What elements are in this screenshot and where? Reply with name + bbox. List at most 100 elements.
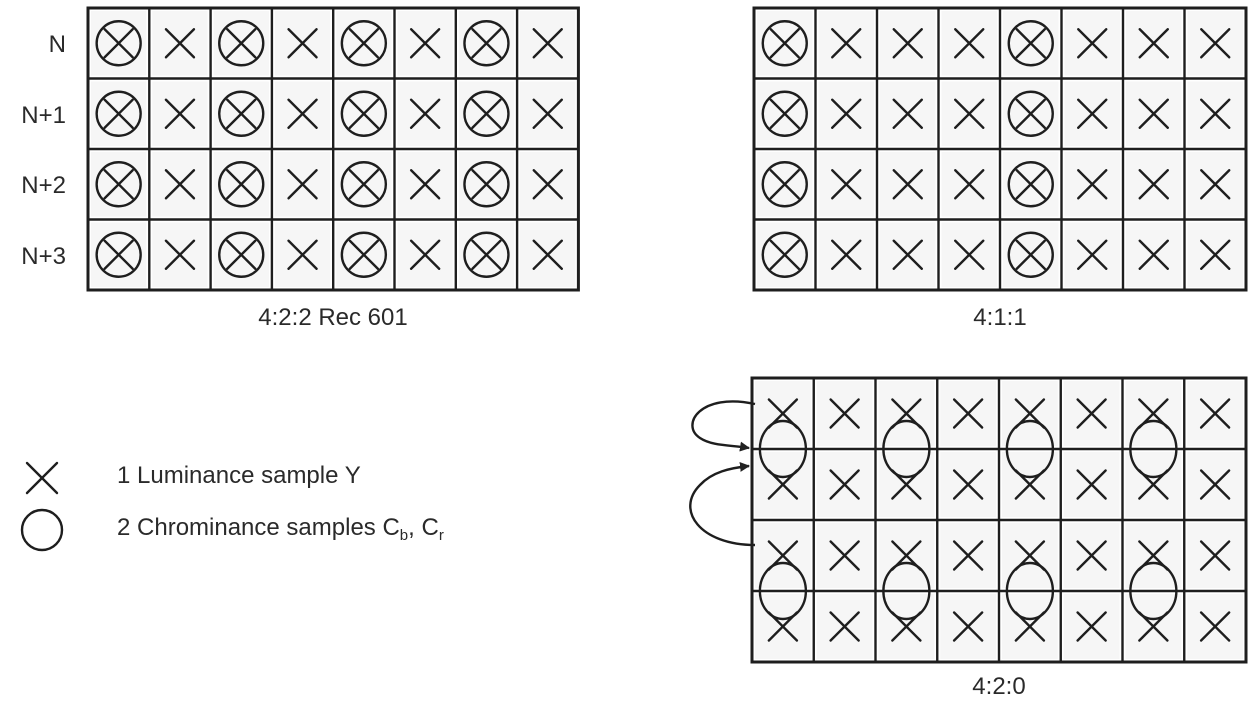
luma-cross-icon: [287, 98, 318, 129]
legend-luminance-label: 1 Luminance sample Y: [117, 462, 361, 489]
luma-cross-icon: [952, 469, 984, 500]
chroma-circle-icon: [882, 419, 931, 479]
chroma-circle-icon: [340, 231, 388, 278]
luma-cross-icon: [1138, 28, 1169, 59]
luma-cross-icon: [471, 28, 502, 59]
luma-cross-icon: [1200, 98, 1231, 129]
legend-chrominance-label: 2 Chrominance samples Cb, Cr: [117, 514, 444, 550]
chroma-circle-icon: [463, 90, 510, 137]
luma-cross-icon: [1015, 98, 1046, 129]
grid-420: [750, 376, 1248, 664]
chroma-circle-icon: [1005, 419, 1055, 479]
luma-cross-icon: [1138, 169, 1169, 200]
luma-cross-icon: [103, 169, 134, 200]
luma-cross-icon: [471, 239, 502, 270]
chroma-circle-icon: [761, 90, 808, 137]
luma-cross-icon: [226, 28, 257, 59]
luma-cross-icon: [103, 98, 134, 129]
luma-cross-icon: [769, 239, 800, 270]
luma-cross-icon: [831, 239, 862, 270]
luma-cross-icon: [1200, 169, 1231, 200]
luma-cross-icon: [103, 28, 134, 59]
chroma-circle-icon: [95, 20, 142, 67]
luma-cross-icon: [892, 239, 923, 270]
luma-cross-icon: [164, 239, 196, 270]
chroma-circle-icon: [1007, 231, 1054, 278]
luma-cross-icon: [471, 98, 502, 129]
luma-cross-icon: [226, 239, 257, 270]
luma-cross-icon: [164, 169, 196, 200]
luma-cross-icon: [471, 169, 502, 200]
luma-cross-icon: [829, 398, 860, 429]
chroma-circle-icon: [340, 90, 388, 137]
luma-cross-icon: [532, 169, 563, 200]
chroma-circle-icon: [1129, 561, 1178, 621]
luma-cross-icon: [952, 398, 984, 429]
luma-cross-icon: [1015, 169, 1046, 200]
luma-cross-icon: [226, 169, 257, 200]
luma-cross-icon: [287, 239, 318, 270]
luma-cross-icon: [409, 98, 441, 129]
cb-subscript: b: [399, 527, 409, 544]
row-label-n-plus-2: N+2: [21, 172, 66, 199]
luma-cross-icon: [1077, 239, 1108, 270]
luma-cross-icon: [769, 169, 800, 200]
luma-cross-icon: [829, 469, 860, 500]
arrow-line-n-plus-1: [689, 461, 756, 547]
luma-cross-icon: [1199, 540, 1231, 571]
chroma-circle-icon: [1005, 561, 1055, 621]
luma-cross-icon: [954, 28, 985, 59]
chroma-circle-icon: [1129, 419, 1178, 479]
chroma-circle-icon: [463, 20, 510, 67]
luma-cross-icon: [1199, 611, 1231, 642]
luma-cross-icon: [1199, 398, 1231, 429]
luma-cross-icon: [829, 540, 860, 571]
chroma-circle-icon: [463, 231, 510, 278]
luma-cross-icon: [348, 239, 380, 270]
row-label-n-plus-1: N+1: [21, 102, 66, 129]
luma-cross-icon: [831, 28, 862, 59]
luma-cross-icon: [769, 98, 800, 129]
luma-cross-icon: [892, 98, 923, 129]
luma-cross-icon: [1200, 28, 1231, 59]
luma-cross-icon: [954, 239, 985, 270]
caption-411: 4:1:1: [973, 304, 1027, 331]
luma-cross-icon: [952, 540, 984, 571]
luma-cross-icon: [1200, 239, 1231, 270]
luma-cross-icon: [1077, 28, 1108, 59]
luma-cross-icon: [1138, 98, 1169, 129]
chroma-circle-icon: [340, 20, 388, 67]
luma-cross-icon: [1077, 98, 1108, 129]
luma-cross-icon: [409, 239, 441, 270]
luma-cross-icon: [892, 169, 923, 200]
luma-cross-icon: [1076, 398, 1107, 429]
luma-cross-icon: [954, 98, 985, 129]
luma-cross-icon: [1076, 469, 1107, 500]
luma-cross-icon: [532, 28, 563, 59]
grid-411: [752, 6, 1248, 292]
luma-cross-icon: [1076, 540, 1107, 571]
chroma-circle-icon: [340, 161, 388, 208]
luma-cross-icon: [1015, 239, 1046, 270]
luma-cross-icon: [226, 98, 257, 129]
chroma-circle-icon: [761, 20, 808, 67]
chroma-circle-icon: [761, 161, 808, 208]
luma-cross-icon: [348, 169, 380, 200]
grid-422-rec601: [86, 6, 580, 292]
luma-cross-icon: [103, 239, 134, 270]
chroma-circle-icon: [95, 231, 142, 278]
chroma-circle-icon: [218, 161, 265, 208]
luma-cross-icon: [1138, 239, 1169, 270]
luma-cross-icon: [1199, 469, 1231, 500]
legend-symbols: [20, 461, 64, 552]
luma-cross-icon: [892, 28, 923, 59]
caption-422: 4:2:2 Rec 601: [258, 304, 408, 331]
luma-cross-icon: [831, 169, 862, 200]
luma-cross-icon: [164, 28, 196, 59]
row-label-n-plus-3: N+3: [21, 243, 66, 270]
chroma-circle-icon: [95, 90, 142, 137]
chroma-circle-icon: [463, 161, 510, 208]
chrominance-separator: , C: [408, 514, 439, 541]
chroma-circle-icon: [218, 20, 265, 67]
